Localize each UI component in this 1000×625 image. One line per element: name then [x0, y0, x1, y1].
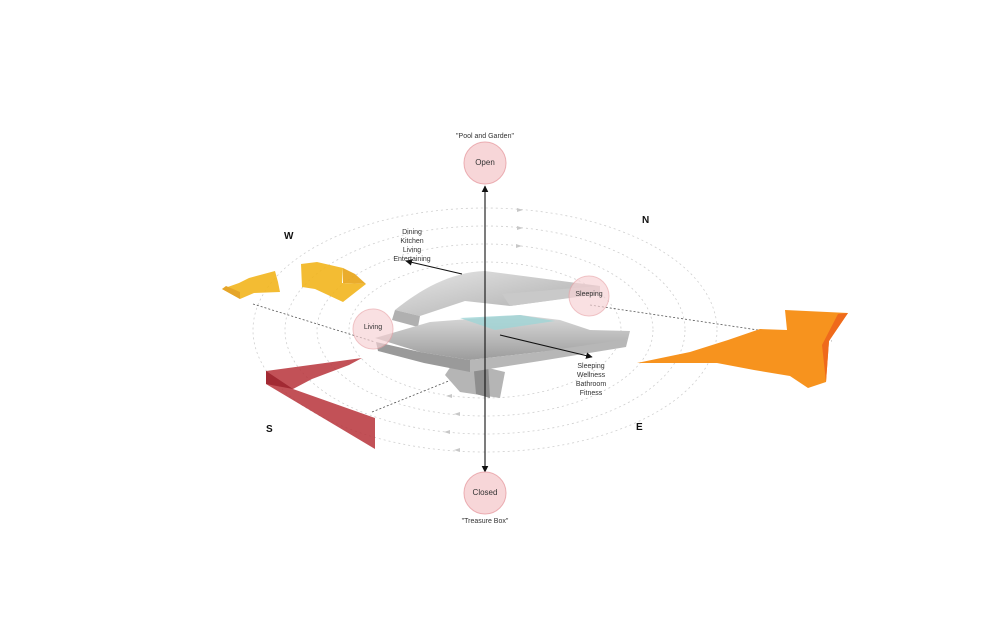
axis-arrows [405, 185, 593, 473]
lower-program-arrow [499, 334, 593, 359]
lower-program-item: Bathroom [575, 381, 607, 388]
west-label: W [284, 231, 294, 242]
lower-program-list: Sleeping Wellness Bathroom Fitness [563, 362, 619, 398]
bottom-caption: "Treasure Box" [461, 518, 509, 525]
orbit-rings [252, 207, 718, 453]
closed-label: Closed [472, 488, 498, 497]
orbit-ring [316, 243, 654, 417]
lower-program-item: Wellness [576, 372, 606, 379]
closed-node [463, 471, 507, 515]
south-band [266, 358, 375, 449]
east-band [637, 310, 848, 388]
living-label: Living [363, 324, 383, 331]
orbit-ring [348, 261, 622, 399]
building-massing [375, 271, 630, 398]
open-node [463, 141, 507, 185]
east-label: E [636, 422, 643, 433]
top-caption: "Pool and Garden" [456, 133, 514, 140]
upper-program-item: Kitchen [400, 238, 424, 245]
lower-program-item: Fitness [579, 390, 603, 397]
living-node [352, 308, 394, 350]
upper-program-item: Living [402, 247, 422, 254]
upper-program-arrow [405, 259, 463, 275]
upper-program-list: Dining Kitchen Living Entertaining [384, 228, 440, 264]
lower-program-item: Sleeping [577, 363, 605, 370]
sleeping-label: Sleeping [575, 291, 603, 298]
nodes [352, 141, 610, 515]
upper-program-item: Dining [402, 229, 422, 236]
sleeping-node [568, 275, 610, 317]
open-label: Open [475, 158, 495, 167]
upper-program-item: Entertaining [393, 256, 431, 263]
orbit-arrowheads [444, 208, 523, 452]
south-label: S [266, 424, 273, 435]
orbit-ring [252, 207, 718, 453]
orbit-ring [284, 225, 686, 435]
west-band [222, 262, 366, 302]
north-label: N [642, 215, 650, 226]
